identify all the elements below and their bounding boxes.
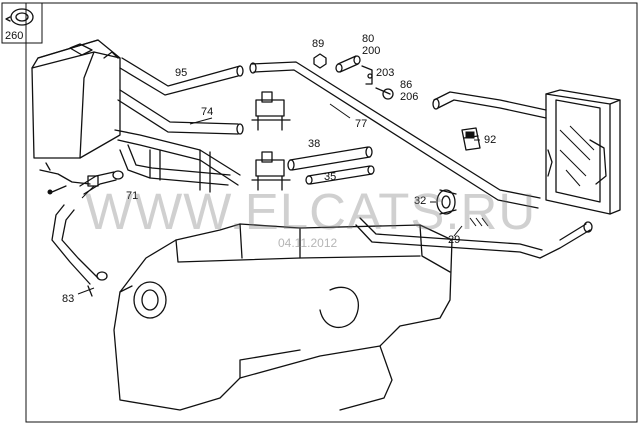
date-stamp: 04.11.2012 <box>278 236 338 250</box>
callout-86: 86 <box>400 79 413 91</box>
callout-206: 206 <box>400 91 419 103</box>
clamp-260-drawing <box>5 8 34 26</box>
heater-core <box>545 89 621 215</box>
callout-80: 80 <box>362 33 375 45</box>
hose-83 <box>51 204 108 297</box>
hose-74 <box>117 89 244 135</box>
callout-92: 92 <box>484 134 497 146</box>
leader-lines <box>77 103 480 295</box>
engine-block <box>113 223 453 411</box>
screw-86-206 <box>375 87 394 100</box>
callout-200: 200 <box>362 45 381 57</box>
callout-29: 29 <box>448 234 461 246</box>
pump-32 <box>436 189 457 215</box>
watermark-text: WWW.ELCATS.RU <box>85 183 537 240</box>
callout-35: 35 <box>324 171 337 183</box>
pipe-77 <box>249 61 541 209</box>
bracket-203 <box>361 65 373 85</box>
callout-203: 203 <box>376 67 395 79</box>
clip-92 <box>461 127 481 151</box>
callout-83: 83 <box>62 293 75 305</box>
callout-74: 74 <box>201 106 214 118</box>
callout-38: 38 <box>308 138 321 150</box>
hose-95 <box>119 57 244 96</box>
callout-95: 95 <box>175 67 188 79</box>
callout-71: 71 <box>126 190 139 202</box>
connector-80-200 <box>335 55 361 73</box>
pipe-35 <box>305 165 375 185</box>
expansion-tank <box>31 39 121 159</box>
callout-89: 89 <box>312 38 325 50</box>
diagram-frame <box>25 2 638 423</box>
valve-lower <box>251 151 291 191</box>
heater-hose-upper <box>432 91 607 185</box>
fitting-89 <box>313 53 327 69</box>
pipe-38 <box>287 146 373 171</box>
callout-77: 77 <box>355 118 368 130</box>
callout-32: 32 <box>414 195 427 207</box>
valve-upper <box>251 91 291 131</box>
inset-box-260 <box>1 2 43 44</box>
callout-260: 260 <box>5 30 24 42</box>
temperature-sensor-71 <box>39 162 99 195</box>
